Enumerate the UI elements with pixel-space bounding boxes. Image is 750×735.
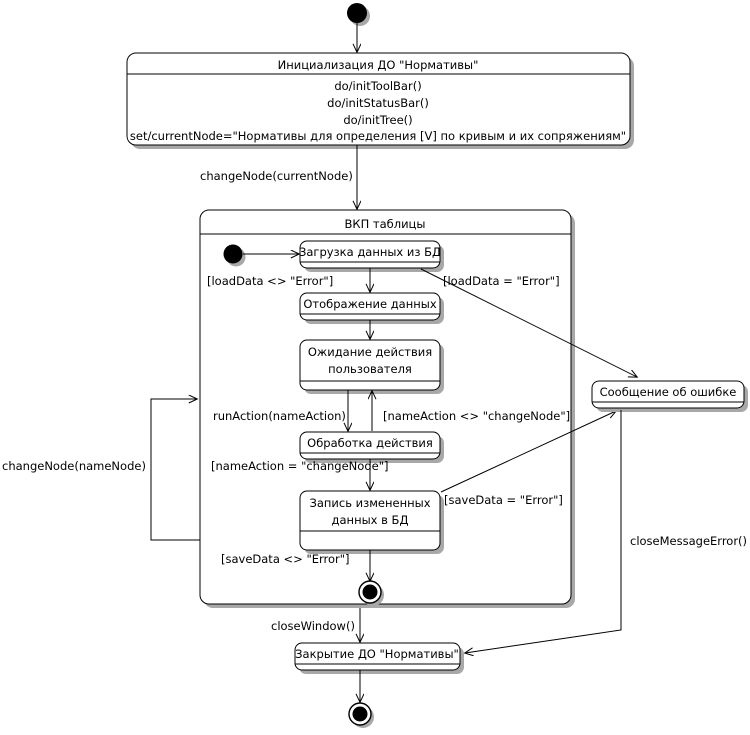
state-wait-user-title-line2: пользователя: [328, 362, 412, 376]
transition-label-loaddata-eq-error: [loadData = "Error"]: [443, 274, 560, 288]
transition-composite-self-changenode: changeNode(nameNode): [2, 399, 200, 541]
final-state-bottom: [348, 702, 374, 728]
state-load-data[interactable]: Загрузка данных из БД: [299, 240, 444, 272]
state-close-title: Закрытие ДО "Нормативы": [295, 647, 459, 661]
transition-init-to-composite: changeNode(currentNode): [200, 145, 357, 209]
transition-label-closewindow: closeWindow(): [271, 619, 355, 633]
initial-state-inner: [223, 244, 246, 267]
state-error-message[interactable]: Сообщение об ошибке: [591, 380, 748, 412]
state-process-action[interactable]: Обработка действия: [299, 431, 444, 463]
state-show-data[interactable]: Отображение данных: [299, 292, 444, 324]
state-wait-user-title-line1: Ожидание действия: [308, 345, 432, 359]
state-init[interactable]: Инициализация ДО "Нормативы" do/initTool…: [126, 52, 634, 149]
state-save-data[interactable]: Запись измененных данных в БД: [299, 490, 444, 554]
state-save-data-title-line2: данных в БД: [332, 513, 409, 527]
state-init-action-2: do/initTree(): [343, 113, 412, 127]
transition-label-savedata-eq-error: [saveData = "Error"]: [444, 493, 563, 507]
state-process-action-title: Обработка действия: [307, 436, 433, 450]
transition-processaction-to-waituser: [nameAction <> "changeNode"]: [372, 391, 570, 431]
transition-label-runaction: runAction(nameAction): [213, 409, 346, 423]
transition-waituser-to-processaction: runAction(nameAction): [213, 390, 348, 431]
state-save-data-title-line1: Запись измененных: [309, 496, 430, 510]
transition-label-nameaction-neq-changenode: [nameAction <> "changeNode"]: [383, 409, 570, 423]
transition-savedata-to-innerfinal: [saveData <> "Error"]: [221, 550, 370, 581]
final-state-inner: [358, 580, 384, 606]
state-close[interactable]: Закрытие ДО "Нормативы": [294, 642, 464, 674]
state-composite-vkp[interactable]: ВКП таблицы: [199, 209, 575, 608]
transition-label-changenode-namenode: changeNode(nameNode): [2, 459, 146, 473]
transition-processaction-to-savedata: [nameAction = "changeNode"]: [211, 459, 388, 490]
state-init-action-0: do/initToolBar(): [334, 79, 421, 93]
transition-label-savedata-neq-error: [saveData <> "Error"]: [221, 552, 350, 566]
transition-label-changenode-currentnode: changeNode(currentNode): [200, 169, 353, 183]
transition-label-loaddata-neq-error: [loadData <> "Error"]: [207, 274, 333, 288]
state-init-action-1: do/initStatusBar(): [327, 96, 429, 110]
state-show-data-title: Отображение данных: [303, 297, 437, 311]
state-init-title: Инициализация ДО "Нормативы": [278, 58, 479, 72]
state-composite-title: ВКП таблицы: [345, 217, 426, 231]
transition-savedata-to-errormessage: [saveData = "Error"]: [440, 411, 616, 507]
state-wait-user[interactable]: Ожидание действия пользователя: [299, 339, 444, 394]
transition-errormessage-to-closestate: closeMessageError(): [465, 410, 747, 653]
state-init-action-3: set/currentNode="Нормативы для определен…: [130, 129, 626, 143]
state-load-data-title: Загрузка данных из БД: [299, 245, 441, 259]
transition-loaddata-to-errormessage: [loadData = "Error"]: [420, 268, 637, 377]
transition-label-nameaction-eq-changenode: [nameAction = "changeNode"]: [211, 459, 388, 473]
state-error-message-title: Сообщение об ошибке: [600, 385, 737, 399]
initial-state-top: [347, 3, 370, 26]
transition-label-closemessageerror: closeMessageError(): [630, 534, 747, 548]
transition-loaddata-to-showdata: [loadData <> "Error"]: [207, 268, 370, 292]
transition-composite-to-closestate: closeWindow(): [271, 608, 360, 642]
